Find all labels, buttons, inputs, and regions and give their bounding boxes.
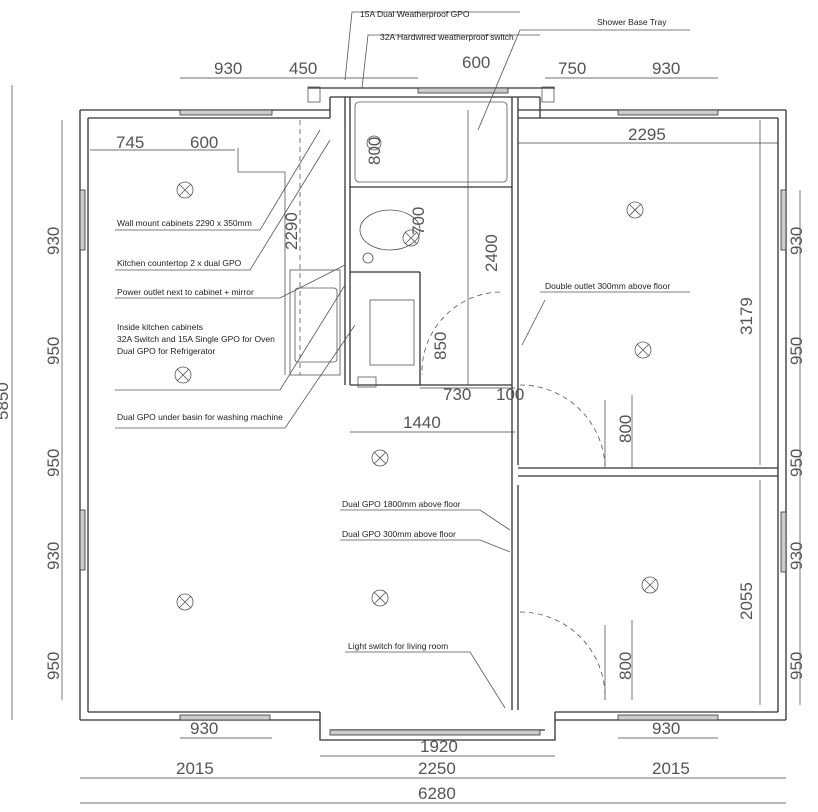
label-light-switch: Light switch for living room [348, 641, 448, 651]
dim-laundry: 850 [431, 332, 450, 360]
dim-overall-height: 5850 [0, 382, 12, 420]
dim-toilet: 700 [409, 207, 428, 235]
label-gpo-1800: Dual GPO 1800mm above floor [342, 499, 461, 509]
toilet [359, 209, 421, 251]
label-inside-cabinets: Inside kitchen cabinets [117, 322, 203, 332]
dim-right: 930 [787, 542, 806, 570]
dimension-lines [11, 77, 801, 804]
ceiling-lights [174, 181, 659, 611]
dim-top: 750 [558, 59, 586, 78]
dimensions: 930 450 600 750 930 745 600 2295 800 229… [0, 53, 806, 803]
dim-bottom: 2015 [652, 759, 690, 778]
dim-bottom-window: 930 [652, 719, 680, 738]
doors [421, 291, 606, 701]
dim-bath-depth: 2400 [482, 234, 501, 272]
dim-bath-small: 100 [496, 385, 524, 404]
label-countertop-gpo: Kitchen countertop 2 x dual GPO [117, 258, 242, 268]
label-weatherproof-switch: 32A Hardwired weatherproof switch [380, 32, 514, 42]
annotations: 15A Dual Weatherproof GPO 32A Hardwired … [117, 9, 670, 651]
label-oven-switch: 32A Switch and 15A Single GPO for Oven [117, 334, 275, 344]
windows [79, 87, 787, 736]
label-double-outlet: Double outlet 300mm above floor [545, 281, 670, 291]
dim-bed1-depth: 3179 [737, 297, 756, 335]
dim-right: 930 [787, 227, 806, 255]
dim-left: 930 [44, 542, 63, 570]
dim-shower: 800 [365, 137, 384, 165]
walls [79, 86, 787, 741]
label-refrigerator-gpo: Dual GPO for Refrigerator [117, 346, 215, 356]
leader-lines [115, 11, 690, 709]
dim-hall: 1440 [403, 413, 441, 432]
dim-bed2-depth: 2055 [737, 582, 756, 620]
label-shower-tray: Shower Base Tray [597, 17, 667, 27]
kitchen-sink [294, 287, 338, 363]
dim-door-bed1: 800 [616, 415, 635, 443]
dim-right: 950 [787, 652, 806, 680]
dim-right: 950 [787, 449, 806, 477]
dim-bottom: 2015 [176, 759, 214, 778]
kitchen-counter [289, 269, 341, 376]
basin [369, 299, 415, 366]
label-gpo-300: Dual GPO 300mm above floor [342, 529, 456, 539]
label-washing-machine: Dual GPO under basin for washing machine [117, 412, 283, 422]
dim-top: 930 [652, 59, 680, 78]
dim-left: 950 [44, 337, 63, 365]
label-wall-cabinets: Wall mount cabinets 2290 x 350mm [117, 218, 252, 228]
dim-left: 950 [44, 652, 63, 680]
dim-top: 930 [214, 59, 242, 78]
dim-door-bed2: 800 [616, 652, 635, 680]
dim-top: 600 [462, 53, 490, 72]
floor-drain [362, 252, 374, 264]
dim-left: 950 [44, 449, 63, 477]
dim-bottom-window: 930 [190, 719, 218, 738]
dim-right: 950 [787, 337, 806, 365]
dim-front-door: 1920 [420, 737, 458, 756]
dim-kitchen: 745 [116, 133, 144, 152]
washing-machine-outlet [357, 376, 377, 388]
shower-tray [354, 101, 508, 183]
dim-left: 930 [44, 227, 63, 255]
dim-bath-small: 730 [443, 385, 471, 404]
dim-bottom: 2250 [418, 759, 456, 778]
dim-kitchen: 600 [190, 133, 218, 152]
dim-top: 450 [289, 59, 317, 78]
shower-head [366, 135, 382, 151]
label-weatherproof-gpo: 15A Dual Weatherproof GPO [360, 9, 470, 19]
fixtures [237, 101, 508, 388]
label-power-outlet-mirror: Power outlet next to cabinet + mirror [117, 287, 254, 297]
dim-overall-width: 6280 [418, 784, 456, 803]
dim-bed1-width: 2295 [628, 125, 666, 144]
dim-cabinets: 2290 [282, 212, 301, 250]
